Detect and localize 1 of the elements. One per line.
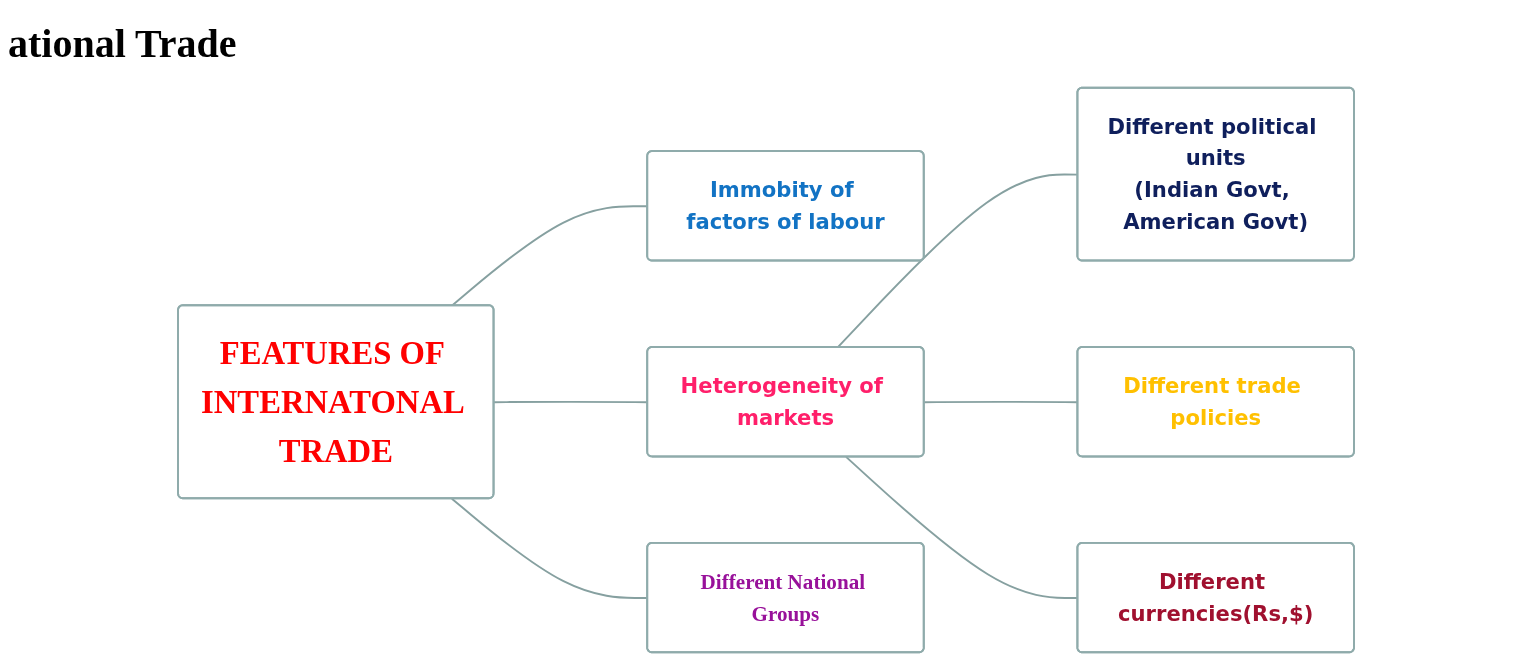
title: ational Trade — [8, 20, 237, 67]
